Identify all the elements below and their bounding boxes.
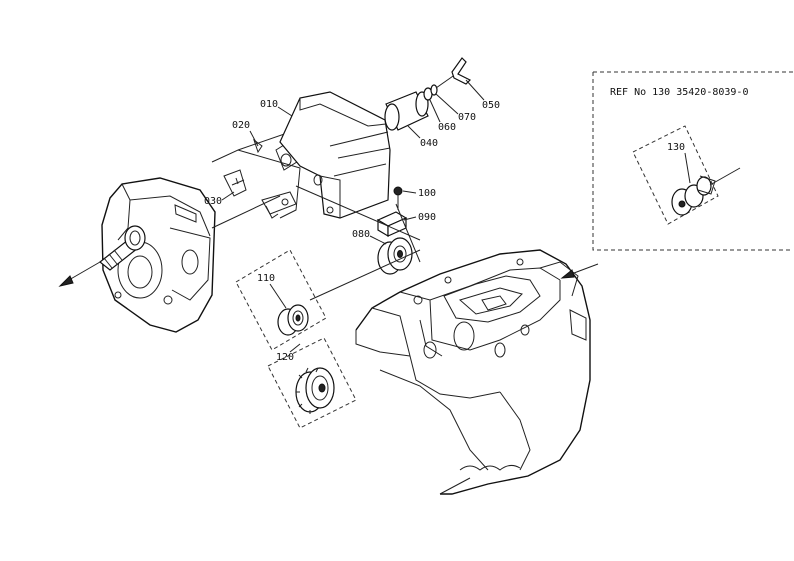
label-020: 020 [232,120,250,131]
label-050: 050 [482,100,500,111]
detail-box-110 [235,249,327,351]
assembly-axis-line [309,249,421,301]
label-060: 060 [438,122,456,133]
part-130-illustration [671,167,741,216]
label-120: 120 [276,352,294,363]
reference-inset: REF No 130 35420-8039-0 130 [592,71,793,251]
label-010: 010 [260,99,278,110]
label-100: 100 [418,188,436,199]
connector-line [295,185,421,241]
connector-line [211,195,281,229]
label-110: 110 [257,273,275,284]
detail-box-120 [267,337,357,429]
bolt-100 [393,186,403,210]
cylinder-040 [384,91,429,131]
wing-bolt-050 [451,57,472,85]
main-housing [355,249,591,495]
block-090 [376,211,408,238]
label-090: 090 [418,212,436,223]
label-040: 040 [420,138,438,149]
direction-arrow-right [560,263,599,279]
label-030: 030 [204,196,222,207]
label-070: 070 [458,112,476,123]
reference-number: REF No 130 35420-8039-0 [610,87,748,98]
direction-arrow-left [58,261,101,287]
cover-010 [279,91,391,219]
label-080: 080 [352,229,370,240]
direction-arrow-bottom [439,477,471,495]
pin-060-070 [423,73,457,101]
label-130: 130 [667,142,685,153]
gear-case-housing [99,177,216,333]
